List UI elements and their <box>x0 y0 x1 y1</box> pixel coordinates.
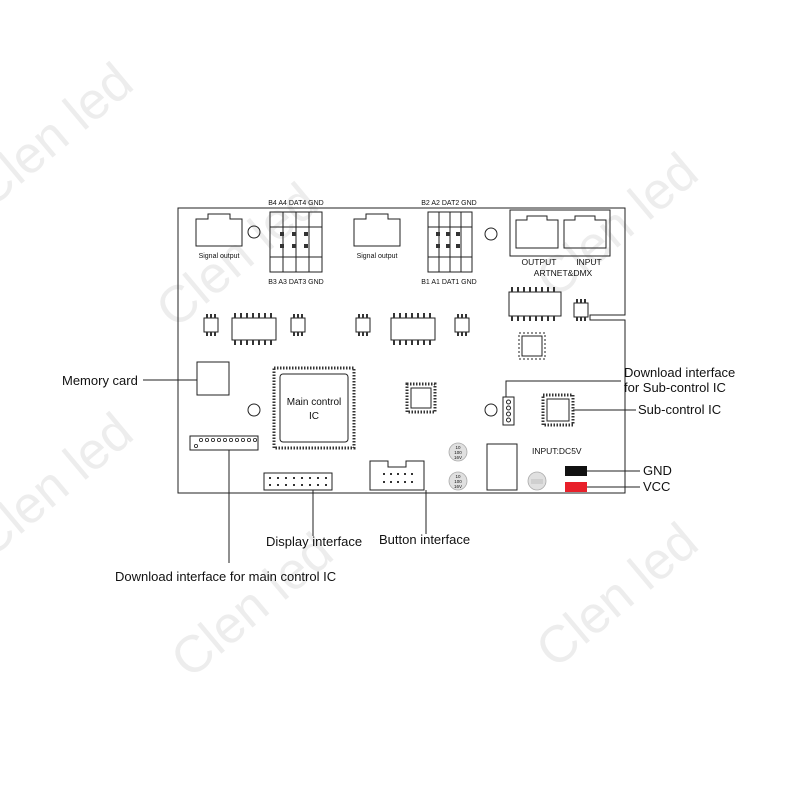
small-qfp-chip <box>518 332 546 360</box>
right-terminal-block: B2 A2 DAT2 GND B1 A1 DAT1 GND <box>421 200 477 286</box>
display-interface-header <box>263 472 333 491</box>
board-outline <box>177 207 626 494</box>
term-left-bottom-label: B3 A3 DAT3 GND <box>268 279 324 286</box>
soic-chip-2 <box>390 313 436 345</box>
cap1-line1: 10 <box>455 445 461 450</box>
main-download-header <box>189 435 259 451</box>
sub-download-header <box>502 396 515 426</box>
term-right-bottom-label: B1 A1 DAT1 GND <box>421 279 477 286</box>
sub-control-callout: Sub-control IC <box>638 402 721 417</box>
small-chip-1 <box>203 314 219 336</box>
cap2-line1: 10 <box>455 474 461 479</box>
memory-card-slot <box>196 361 230 396</box>
left-signal-output-label: Signal output <box>199 253 240 260</box>
capacitor-3 <box>527 471 547 491</box>
term-right-top-label: B2 A2 DAT2 GND <box>421 200 477 207</box>
soic-chip-1 <box>231 313 277 345</box>
left-terminal-block: B4 A4 DAT4 GND B3 A3 DAT3 GND <box>268 200 324 286</box>
download-main-callout: Download interface for main control IC <box>115 569 336 584</box>
mid-signal-output-label: Signal output <box>357 253 398 260</box>
button-interface-header <box>369 460 425 491</box>
memory-card-callout: Memory card <box>62 373 138 388</box>
watermark-4: Clen led <box>0 402 144 569</box>
main-control-ic: Main control IC <box>272 366 356 450</box>
power-module <box>486 443 518 491</box>
vcc-terminal <box>565 482 587 492</box>
display-interface-callout: Display interface <box>266 534 362 549</box>
capacitor-1: 10 100 16V <box>448 442 468 462</box>
cap2-line3: 16V <box>454 484 462 489</box>
artnet-dmx-connector: OUTPUT INPUT ARTNET&DMX <box>509 209 611 278</box>
cap2-line2: 100 <box>454 479 462 484</box>
button-interface-callout: Button interface <box>379 532 470 547</box>
gnd-callout: GND <box>643 463 672 478</box>
download-sub-callout-line2: for Sub-control IC <box>624 380 726 395</box>
capacitor-2: 10 100 16V <box>448 471 468 491</box>
small-chip-5 <box>573 299 589 321</box>
cap1-line2: 100 <box>454 450 462 455</box>
soic-chip-3 <box>508 287 562 321</box>
sub-control-ic <box>541 393 575 427</box>
watermark-group: Clen led Clen led Clen led Clen led Clen… <box>0 52 709 689</box>
gnd-terminal <box>565 466 587 476</box>
mount-hole-2 <box>484 227 498 241</box>
input-dc5v-label: INPUT:DC5V <box>532 446 582 456</box>
callout-lines <box>143 379 640 563</box>
main-ic-label-line2: IC <box>309 411 319 422</box>
small-chip-3 <box>355 314 371 336</box>
middle-qfp-chip <box>405 382 437 414</box>
artnet-dmx-label: ARTNET&DMX <box>534 268 593 278</box>
left-rj45-connector: Signal output <box>195 213 243 260</box>
small-chip-2 <box>290 314 306 336</box>
term-left-top-label: B4 A4 DAT4 GND <box>268 200 324 207</box>
mount-hole-4 <box>484 403 498 417</box>
small-chip-4 <box>454 314 470 336</box>
mount-hole-3 <box>247 403 261 417</box>
main-ic-label-line1: Main control <box>287 397 341 408</box>
artnet-output-label: OUTPUT <box>522 257 557 267</box>
cap1-line3: 16V <box>454 455 462 460</box>
artnet-input-label: INPUT <box>576 257 602 267</box>
mid-rj45-connector: Signal output <box>353 213 401 260</box>
mount-hole-1 <box>247 225 261 239</box>
vcc-callout: VCC <box>643 479 670 494</box>
watermark-1: Clen led <box>0 52 144 219</box>
download-sub-callout-line1: Download interface <box>624 365 735 380</box>
watermark-3: Clen led <box>525 142 708 309</box>
watermark-6: Clen led <box>525 512 708 679</box>
